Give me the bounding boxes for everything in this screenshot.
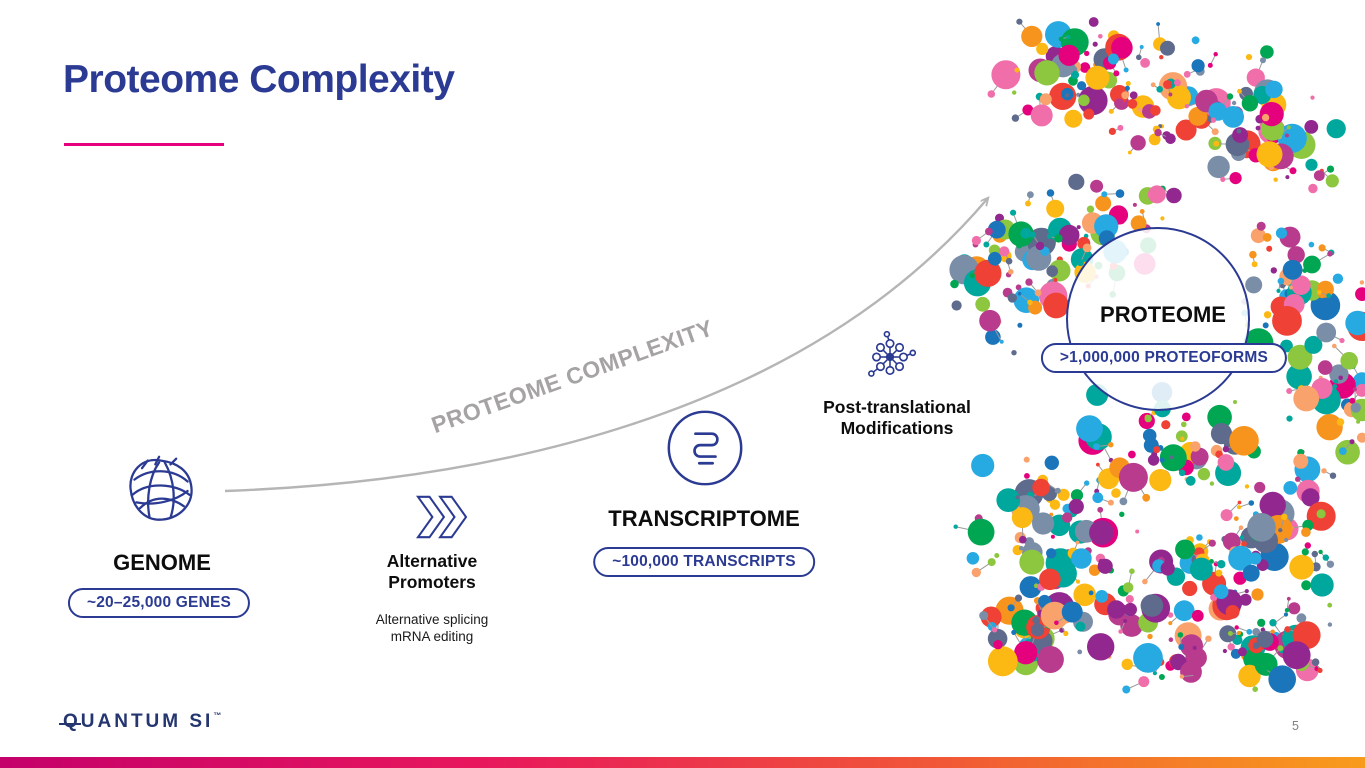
quantum-si-logo-text: QUANTUM SI™ bbox=[59, 711, 225, 733]
logo-q-crossbar bbox=[59, 723, 81, 725]
alternative-promoters-label-line1: Alternative bbox=[386, 551, 478, 571]
slide-title: Proteome Complexity bbox=[63, 58, 455, 101]
title-underline bbox=[64, 143, 224, 146]
transcriptome-label: TRANSCRIPTOME bbox=[608, 506, 800, 531]
proteome-label: PROTEOME bbox=[1100, 302, 1226, 327]
alternative-promoters-chevrons-icon bbox=[415, 495, 468, 539]
proteome-badge: >1,000,000 PROTEOFORMS bbox=[1040, 343, 1288, 373]
alternative-promoters-subtext: Alternative splicing mRNA editing bbox=[376, 611, 489, 645]
genome-icon bbox=[129, 455, 193, 521]
footer-gradient-bar bbox=[0, 757, 1365, 768]
proteome-circle bbox=[1066, 227, 1250, 411]
page-number: 5 bbox=[1292, 719, 1299, 733]
alt-splicing-text: Alternative splicing bbox=[375, 612, 489, 627]
alternative-promoters-label: Alternative Promoters bbox=[387, 551, 477, 593]
ptm-label-line2: Modifications bbox=[840, 418, 954, 438]
post-translational-modifications-label: Post-translational Modifications bbox=[823, 397, 971, 439]
ptm-label-line1: Post-translational bbox=[823, 397, 971, 417]
transcriptome-icon bbox=[667, 410, 743, 486]
alternative-promoters-label-line2: Promoters bbox=[388, 572, 476, 592]
genome-label: GENOME bbox=[113, 550, 211, 575]
genome-badge: ~20–25,000 GENES bbox=[67, 588, 251, 618]
mrna-editing-text: mRNA editing bbox=[390, 629, 474, 644]
logo-trademark: ™ bbox=[213, 711, 225, 720]
post-translational-modifications-icon bbox=[868, 330, 917, 377]
logo-wordmark: QUANTUM SI bbox=[63, 711, 214, 732]
quantum-si-logo: QUANTUM SI™ bbox=[59, 711, 225, 733]
transcriptome-badge: ~100,000 TRANSCRIPTS bbox=[593, 547, 815, 577]
